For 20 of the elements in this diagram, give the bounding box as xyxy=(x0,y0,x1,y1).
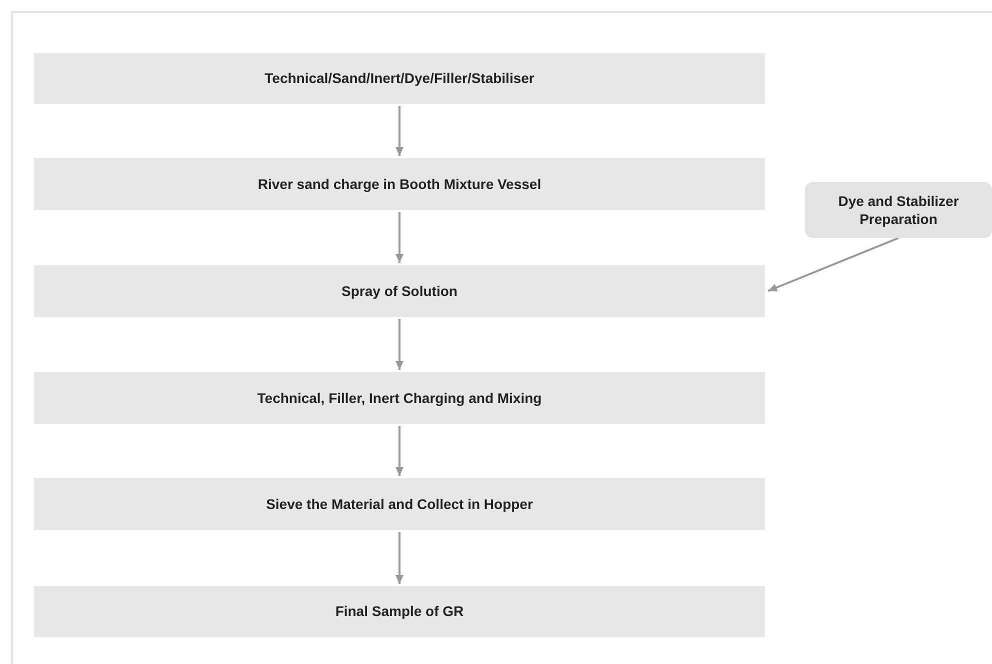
step-label: Sieve the Material and Collect in Hopper xyxy=(266,494,533,514)
process-box xyxy=(34,586,765,637)
step-label: Technical, Filler, Inert Charging and Mixing xyxy=(257,388,542,408)
step-label: Final Sample of GR xyxy=(335,602,464,621)
step-label: Spray of Solution xyxy=(342,282,458,300)
step-label: River sand charge in Booth Mixture Vessel xyxy=(258,174,542,194)
input-box xyxy=(805,182,992,238)
process-box xyxy=(34,158,765,210)
arrow xyxy=(396,319,404,370)
arrow xyxy=(396,212,404,263)
arrow xyxy=(396,106,404,156)
step-label: Dye and Stabilizer Preparation xyxy=(837,192,960,228)
step-label: Technical/Sand/Inert/Dye/Filler/Stabiliser xyxy=(264,69,534,88)
process-box xyxy=(34,265,765,317)
process-box xyxy=(34,53,765,104)
process-box xyxy=(34,372,765,424)
arrow xyxy=(768,237,899,292)
process-box xyxy=(34,478,765,530)
arrow xyxy=(396,532,404,584)
arrow xyxy=(396,426,404,476)
